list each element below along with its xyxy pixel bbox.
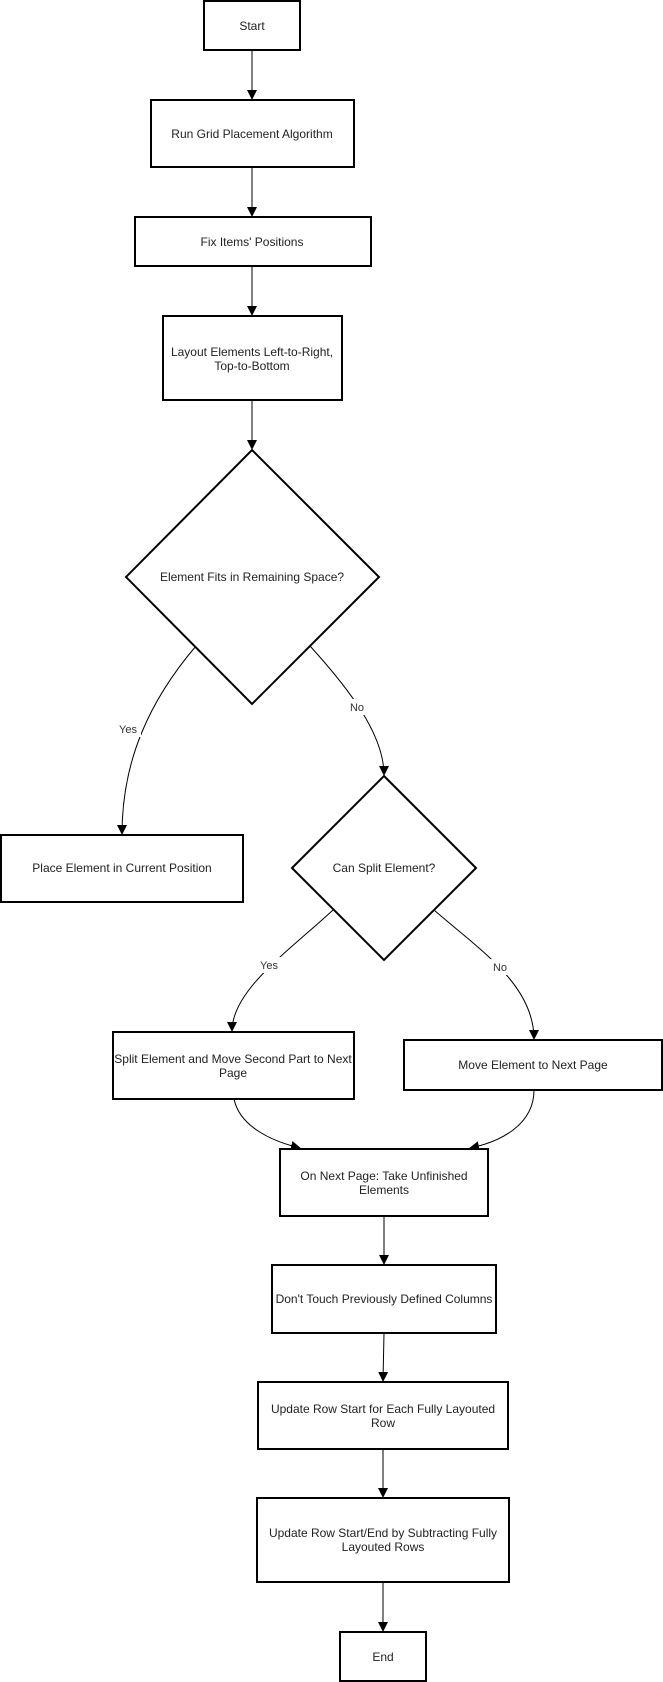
edge-label-fits-no: No <box>350 702 364 714</box>
decision-element-fits: Element Fits in Remaining Space? <box>124 448 381 706</box>
svg-text:Top-to-Bottom: Top-to-Bottom <box>214 359 289 373</box>
svg-text:Layouted Rows: Layouted Rows <box>342 1540 425 1554</box>
edge-label-fits-yes: Yes <box>119 724 137 736</box>
node-split-element: Split Element and Move Second Part to Ne… <box>112 1031 355 1100</box>
node-next-page: On Next Page: Take Unfinished Elements <box>279 1148 489 1217</box>
node-fix-items-positions: Fix Items' Positions <box>134 216 372 267</box>
node-place-element: Place Element in Current Position <box>0 834 244 903</box>
edge-fits-yes <box>117 645 197 835</box>
svg-text:Update Row Start for Each Full: Update Row Start for Each Fully Layouted <box>271 1402 495 1416</box>
svg-text:Update Row Start/End by Subtra: Update Row Start/End by Subtracting Full… <box>269 1526 497 1540</box>
node-update-row-start: Update Row Start for Each Fully Layouted… <box>257 1381 509 1450</box>
node-end: End <box>339 1631 427 1682</box>
svg-text:Elements: Elements <box>359 1183 409 1197</box>
node-dont-touch-columns: Don't Touch Previously Defined Columns <box>271 1264 497 1334</box>
edge-split-no <box>433 909 539 1040</box>
svg-text:Page: Page <box>219 1066 247 1080</box>
edge-split-yes <box>227 909 334 1032</box>
edge-move-to-next-page <box>469 1089 535 1152</box>
edge-label-split-no: No <box>493 962 507 974</box>
svg-text:Place Element in Current Posit: Place Element in Current Position <box>32 861 211 875</box>
decision-can-split: Can Split Element? <box>290 774 478 962</box>
svg-text:Can Split Element?: Can Split Element? <box>333 861 436 875</box>
node-move-element: Move Element to Next Page <box>403 1039 663 1091</box>
svg-text:Start: Start <box>239 19 265 33</box>
svg-text:Layout Elements Left-to-Right,: Layout Elements Left-to-Right, <box>171 345 333 359</box>
svg-text:On Next Page: Take Unfinished: On Next Page: Take Unfinished <box>300 1169 467 1183</box>
svg-text:End: End <box>372 1650 393 1664</box>
node-layout-elements: Layout Elements Left-to-Right, Top-to-Bo… <box>162 315 343 401</box>
svg-text:Split Element and Move Second: Split Element and Move Second Part to Ne… <box>114 1052 352 1066</box>
svg-text:Move Element to Next Page: Move Element to Next Page <box>458 1058 608 1072</box>
svg-text:Don't Touch Previously Defined: Don't Touch Previously Defined Columns <box>276 1292 493 1306</box>
edge-split-to-next-page <box>233 1098 301 1151</box>
svg-text:Run Grid Placement Algorithm: Run Grid Placement Algorithm <box>171 127 332 141</box>
node-update-row-start-end: Update Row Start/End by Subtracting Full… <box>256 1497 510 1583</box>
svg-text:Fix Items' Positions: Fix Items' Positions <box>201 235 304 249</box>
edge-dont-touch-to-update-row <box>378 1332 389 1382</box>
edge-label-split-yes: Yes <box>260 960 278 972</box>
svg-text:Row: Row <box>371 1416 395 1430</box>
node-start: Start <box>203 0 301 51</box>
node-run-grid-placement: Run Grid Placement Algorithm <box>150 99 355 168</box>
svg-text:Element Fits in Remaining Spac: Element Fits in Remaining Space? <box>160 570 344 584</box>
